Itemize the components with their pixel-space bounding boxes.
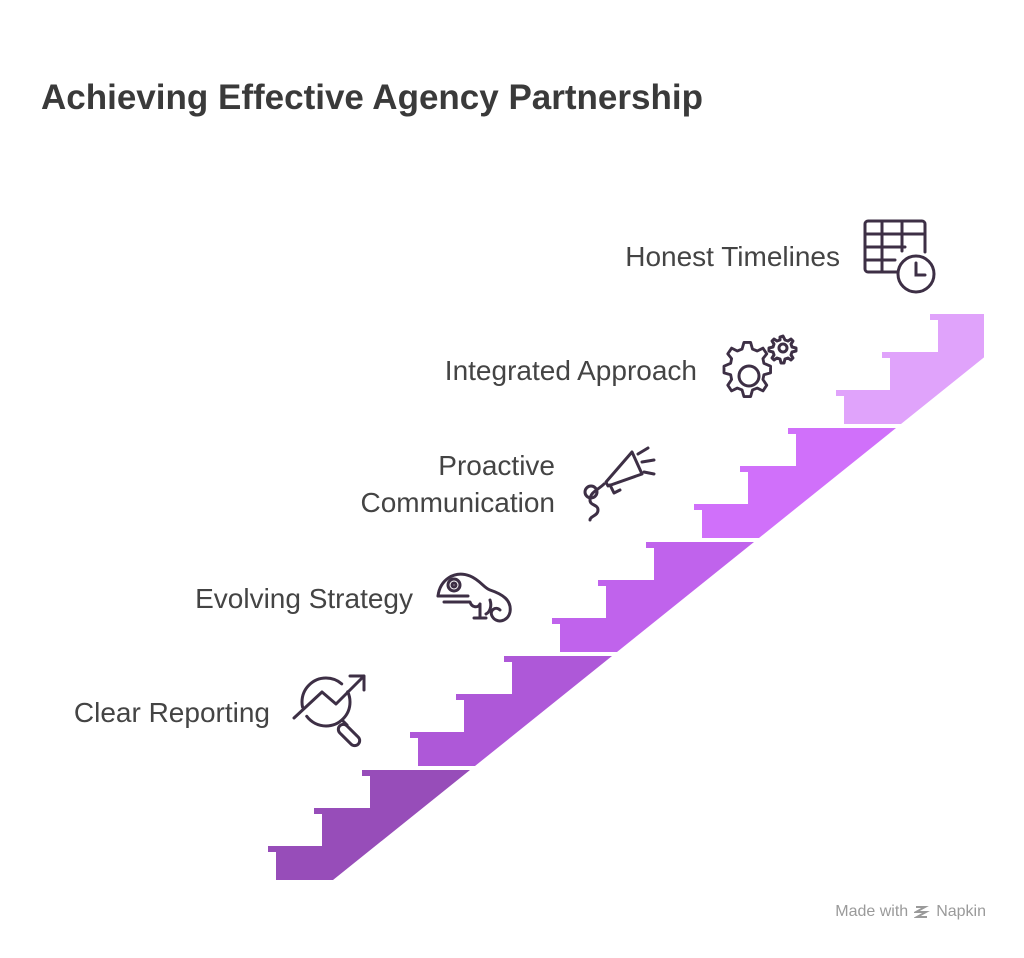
napkin-logo-icon (914, 906, 931, 918)
napkin-watermark: Made with Napkin (835, 903, 986, 921)
napkin-brand-text: Napkin (936, 903, 986, 920)
analysis-magnifier-icon (292, 674, 366, 748)
made-with-text: Made with (835, 903, 909, 920)
step-label-clear-reporting: Clear Reporting (73, 697, 270, 728)
step-label-proactive-communication: Proactive Communication (360, 447, 555, 521)
page-title: Achieving Effective Agency Partnership (41, 78, 703, 117)
stair-section-3 (552, 542, 754, 652)
megaphone-icon (583, 446, 656, 522)
calendar-clock-icon (863, 219, 936, 294)
step-label-honest-timelines: Honest Timelines (625, 241, 840, 272)
step-label-integrated-approach: Integrated Approach (444, 355, 697, 386)
stair-section-4 (694, 428, 896, 538)
stair-section-2 (410, 656, 612, 766)
step-label-evolving-strategy: Evolving Strategy (195, 583, 413, 614)
stair-section-5 (836, 314, 984, 424)
label-line: Communication (360, 487, 555, 518)
label-line: Proactive (438, 450, 555, 481)
stair-section-1 (268, 770, 470, 880)
gears-icon (722, 334, 798, 399)
chameleon-icon (436, 572, 512, 623)
